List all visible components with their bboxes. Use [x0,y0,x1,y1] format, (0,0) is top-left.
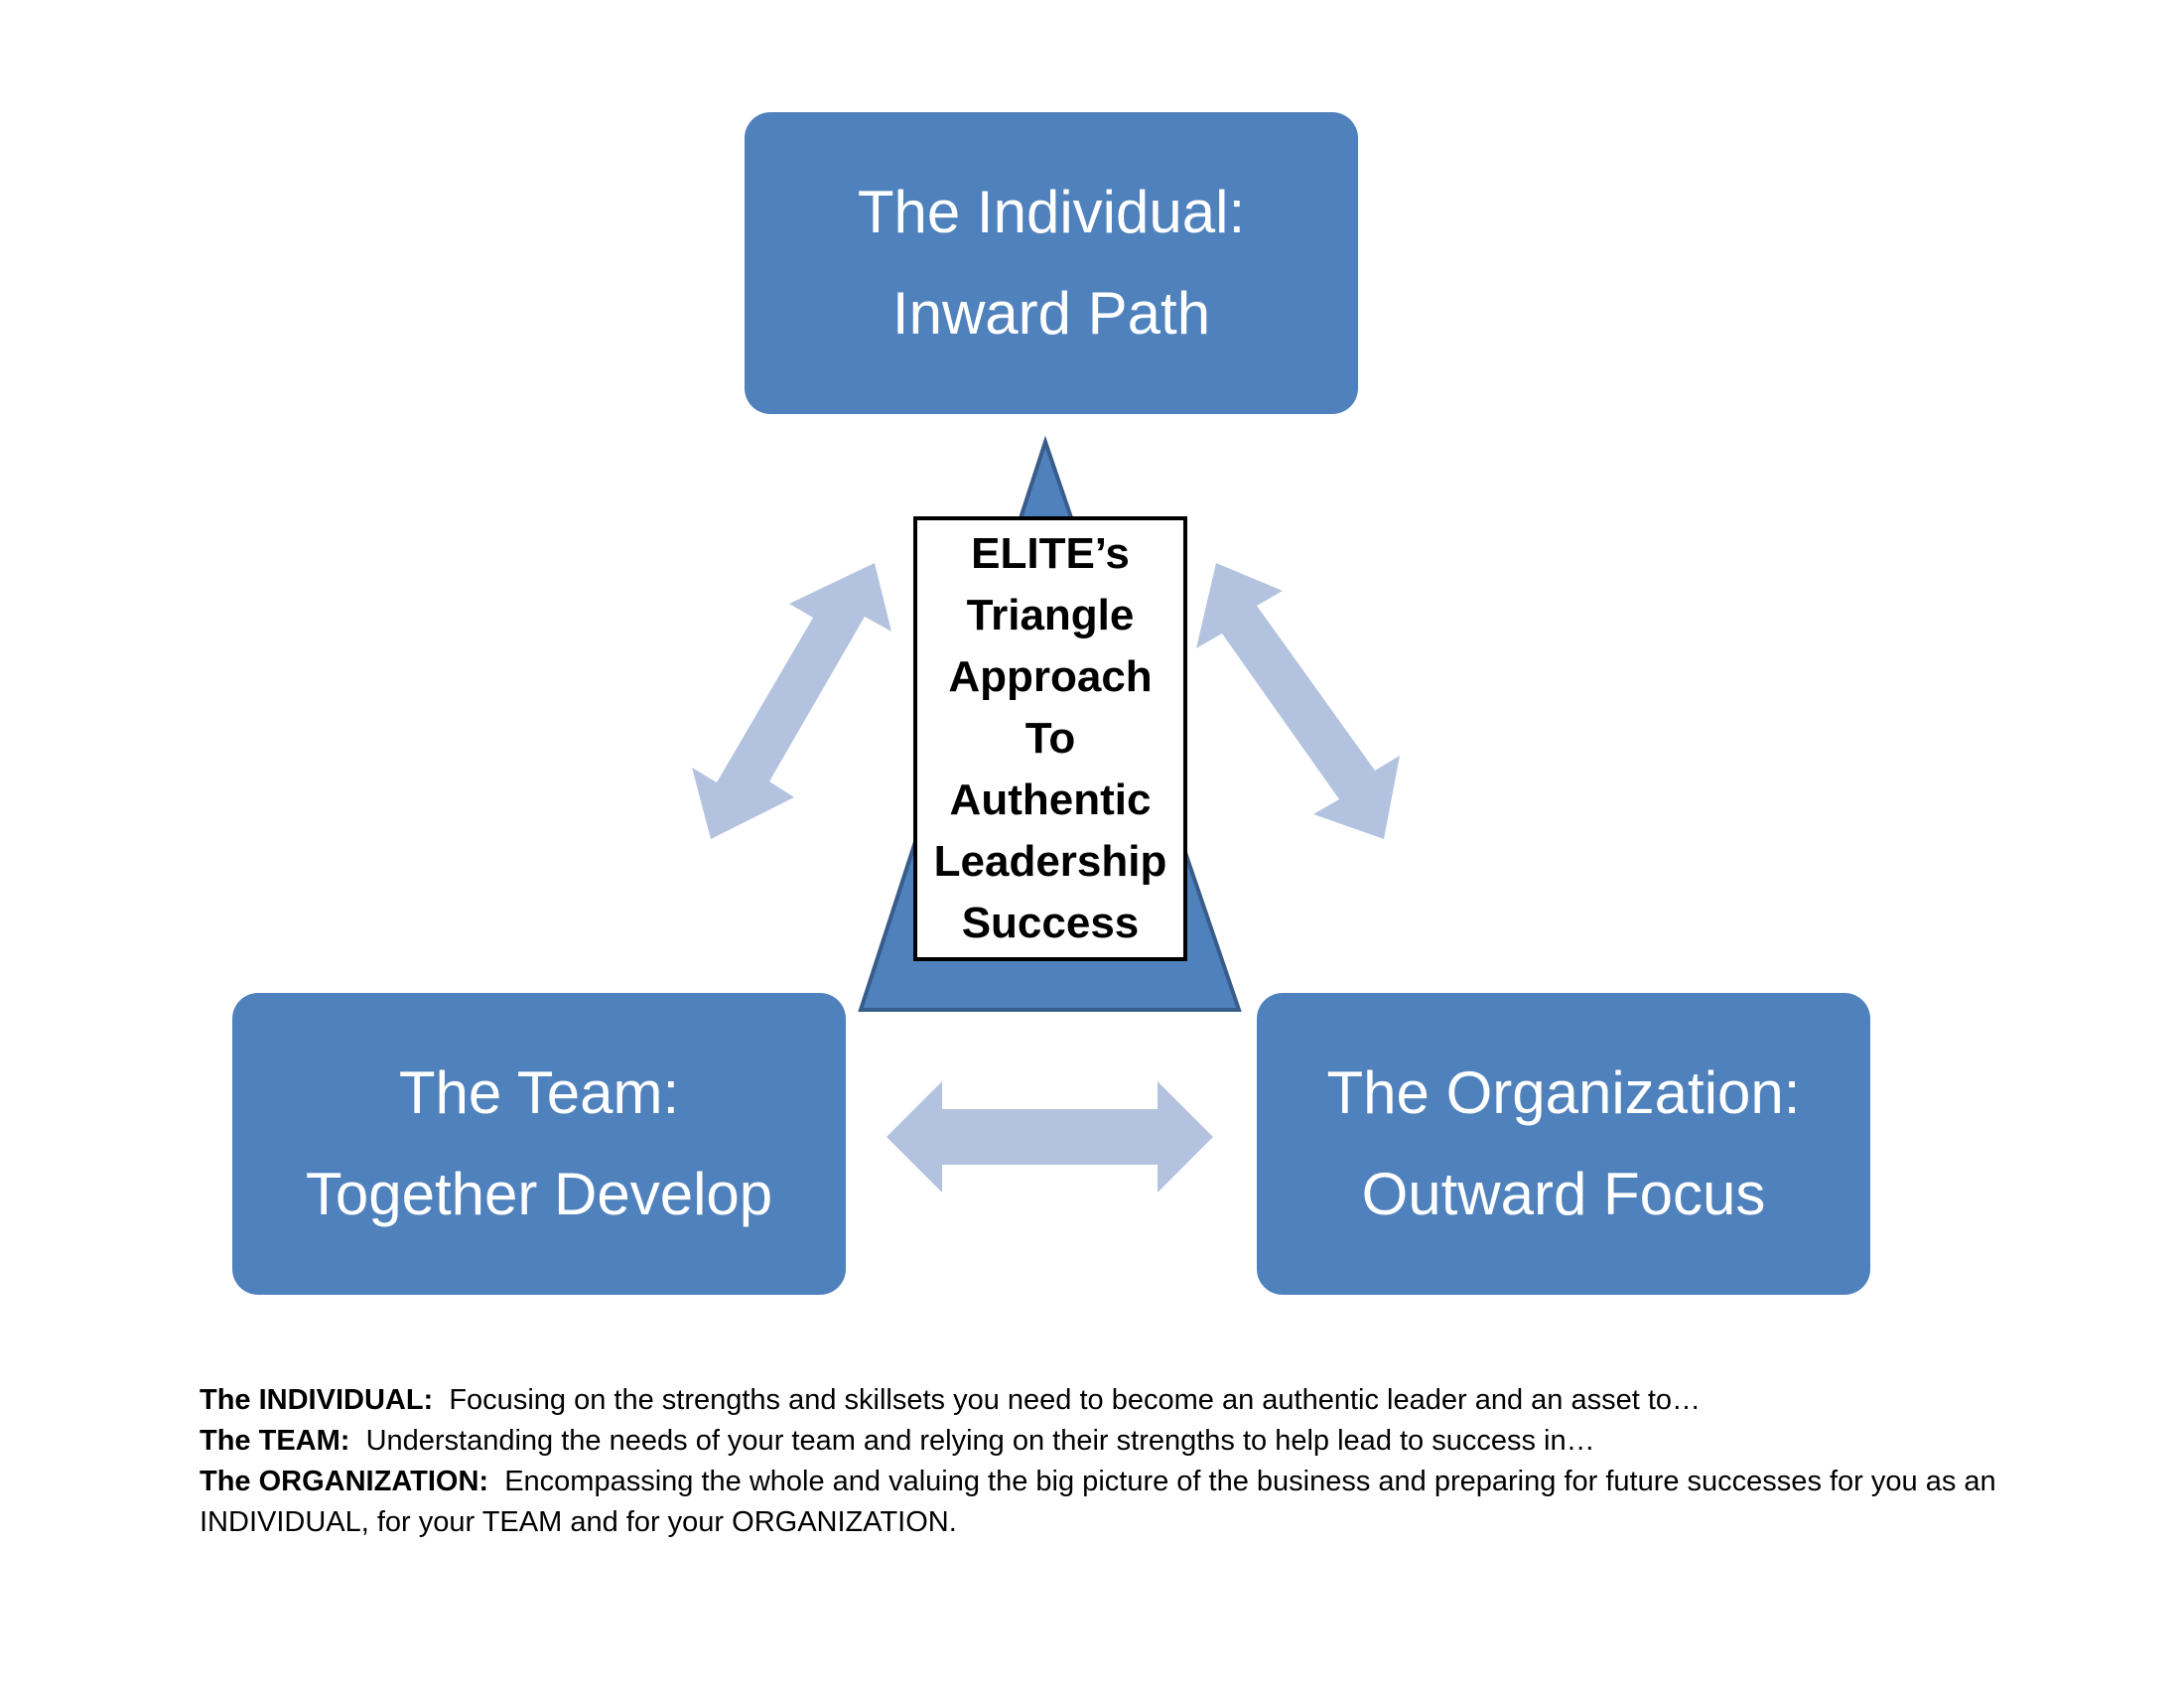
box-organization: The Organization: Outward Focus [1257,993,1870,1295]
legend-item-team: The TEAM: Understanding the needs of you… [200,1421,2046,1462]
center-line: ELITE’s [971,529,1130,578]
legend-text: Focusing on the strengths and skillsets … [449,1384,1702,1416]
box-organization-subtitle: Outward Focus [1361,1161,1766,1227]
box-team-subtitle: Together Develop [305,1161,773,1227]
box-team-title: The Team: [398,1059,680,1126]
center-line: Approach [948,652,1153,701]
box-individual-title: The Individual: [857,179,1246,245]
legend-text: Encompassing the whole and valuing the b… [200,1466,1996,1538]
arrow-individual-organization [1196,563,1400,839]
box-individual-subtitle: Inward Path [891,280,1211,347]
legend-text: Understanding the needs of your team and… [365,1425,1595,1457]
center-line: Success [961,899,1140,947]
legend-item-organization: The ORGANIZATION: Encompassing the whole… [200,1462,2046,1543]
center-line: Leadership [933,837,1167,886]
box-team: The Team: Together Develop [232,993,846,1295]
legend-term: The INDIVIDUAL: [200,1384,434,1416]
legend-term: The TEAM: [200,1425,350,1457]
center-line: To [1024,714,1076,763]
arrow-individual-team [692,563,891,839]
legend-term: The ORGANIZATION: [200,1466,489,1497]
box-organization-title: The Organization: [1326,1059,1801,1126]
center-line: Authentic [949,775,1152,824]
arrow-team-organization [887,1081,1213,1193]
center-line: Triangle [966,591,1135,639]
legend: The INDIVIDUAL: Focusing on the strength… [200,1380,2046,1543]
box-individual: The Individual: Inward Path [745,112,1358,414]
center-label: ELITE’s Triangle Approach To Authentic L… [913,516,1187,961]
legend-item-individual: The INDIVIDUAL: Focusing on the strength… [200,1380,2046,1421]
